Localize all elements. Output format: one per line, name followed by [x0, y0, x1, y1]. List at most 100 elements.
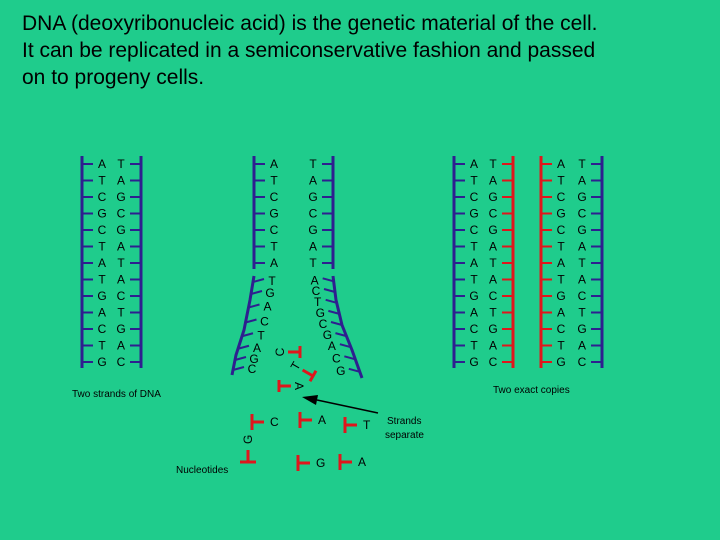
base-bond [322, 277, 334, 283]
base-letter: T [270, 240, 278, 254]
base-letter: G [97, 355, 106, 369]
base-letter: T [314, 295, 322, 309]
base-letter: T [98, 240, 106, 254]
base-bond [234, 356, 247, 361]
base-letter: T [578, 157, 586, 171]
free-nucleotide-G: G [240, 435, 256, 464]
base-letter: A [470, 256, 478, 270]
base-letter: C [98, 190, 107, 204]
arrowhead-icon [302, 395, 318, 405]
base-letter: A [470, 306, 478, 320]
base-letter: C [557, 223, 566, 237]
base-letter: C [117, 355, 126, 369]
base-letter: A [292, 382, 306, 390]
base-letter: T [470, 240, 478, 254]
base-letter: A [328, 339, 336, 353]
base-letter: C [260, 315, 269, 329]
base-letter: G [116, 223, 125, 237]
base-letter: T [270, 174, 278, 188]
caption-text: DNA (deoxyribonucleic acid) is the genet… [22, 10, 712, 91]
base-letter: T [557, 174, 565, 188]
base-letter: A [263, 300, 271, 314]
base-letter: A [318, 413, 326, 427]
base-letter: G [316, 306, 325, 320]
base-letter: C [470, 223, 479, 237]
base-letter: A [470, 157, 478, 171]
base-letter: T [117, 256, 125, 270]
base-letter: A [557, 306, 565, 320]
base-letter: A [270, 157, 278, 171]
base-letter: G [249, 352, 258, 366]
label-separate: separate [385, 430, 424, 441]
base-letter: C [578, 207, 587, 221]
base-letter: A [309, 240, 317, 254]
base-bond [330, 321, 343, 326]
base-bond [250, 290, 263, 295]
base-letter: G [97, 289, 106, 303]
base-letter: G [336, 364, 345, 378]
base-letter: T [309, 157, 317, 171]
base-bond [252, 278, 265, 283]
base-letter: G [308, 223, 317, 237]
base-letter: A [578, 339, 586, 353]
base-letter: A [489, 240, 497, 254]
base-letter: T [98, 174, 106, 188]
base-letter: G [323, 328, 332, 342]
base-letter: A [489, 339, 497, 353]
base-bond [335, 332, 347, 338]
base-letter: A [578, 273, 586, 287]
base-letter: T [363, 418, 371, 432]
base-bond [339, 343, 352, 349]
base-letter: A [117, 273, 125, 287]
base-letter: A [309, 174, 317, 188]
base-letter: T [557, 240, 565, 254]
base-letter: G [556, 355, 565, 369]
base-letter: G [97, 207, 106, 221]
base-letter: A [557, 157, 565, 171]
base-letter: C [489, 355, 498, 369]
base-letter: A [578, 240, 586, 254]
base-letter: C [557, 322, 566, 336]
base-bond [323, 288, 336, 293]
backbone [230, 275, 256, 376]
base-letter: T [117, 157, 125, 171]
base-letter: C [489, 207, 498, 221]
fork-new-nucleotide-a: A [277, 380, 306, 392]
base-letter: C [270, 190, 279, 204]
base-letter: T [489, 306, 497, 320]
label-strands: Strands [387, 416, 421, 427]
fork-new-nucleotide-c: C [273, 346, 302, 358]
base-letter: T [98, 273, 106, 287]
base-letter: A [270, 256, 278, 270]
base-letter: A [489, 273, 497, 287]
base-letter: T [489, 256, 497, 270]
base-letter: C [273, 347, 287, 356]
base-letter: G [116, 322, 125, 336]
base-letter: C [332, 351, 341, 365]
base-letter: C [270, 223, 279, 237]
base-stem [301, 368, 314, 378]
base-bond [348, 367, 361, 373]
base-letter: G [116, 190, 125, 204]
base-letter: G [577, 223, 586, 237]
base-letter: G [269, 207, 278, 221]
base-letter: A [253, 341, 261, 355]
base-letter: G [577, 190, 586, 204]
base-letter: T [578, 306, 586, 320]
base-letter: G [577, 322, 586, 336]
label-two-exact-copies: Two exact copies [493, 385, 570, 396]
label-two-strands-of-dna: Two strands of DNA [72, 389, 161, 400]
base-letter: C [312, 284, 321, 298]
base-letter: G [488, 190, 497, 204]
base-letter: T [578, 256, 586, 270]
base-bond [245, 318, 257, 324]
base-letter: C [117, 207, 126, 221]
base-letter: C [98, 322, 107, 336]
